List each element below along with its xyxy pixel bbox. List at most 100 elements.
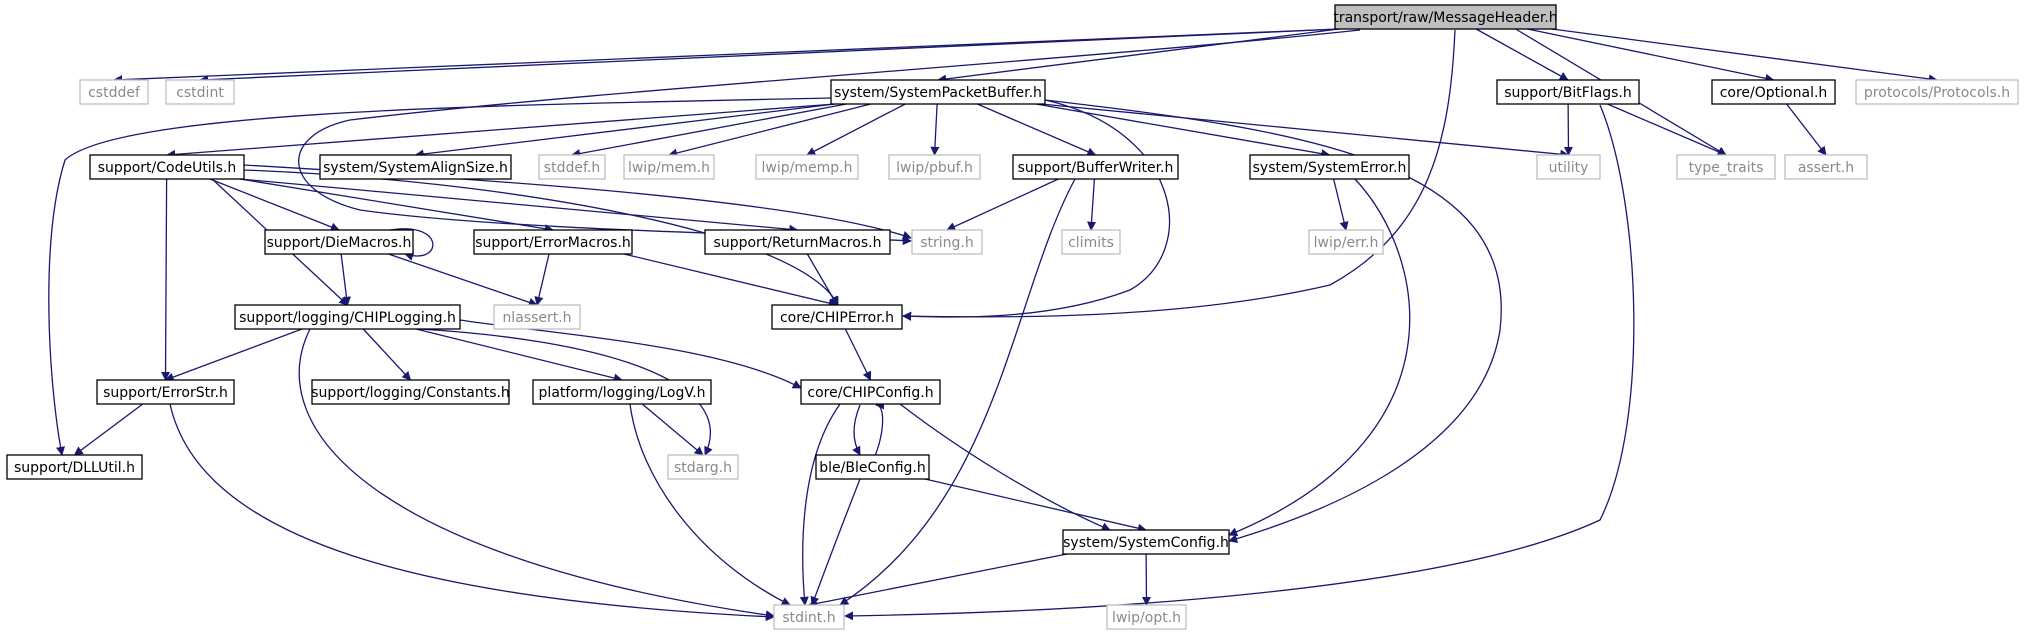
- edge-bleconfig-to-sysconfig: [924, 478, 1147, 533]
- node-label: lwip/mem.h: [628, 160, 710, 176]
- edge-line: [169, 403, 775, 622]
- node-label: cstddef: [88, 85, 141, 101]
- edge-spb-to-bufwriter: [977, 103, 1097, 156]
- node-sysconfig[interactable]: system/SystemConfig.h: [1062, 529, 1230, 555]
- node-lwipmemp: lwip/memp.h: [755, 154, 859, 180]
- edge-chiplogging-to-constants: [362, 328, 412, 381]
- edge-line: [806, 103, 906, 156]
- edge-line: [571, 103, 847, 158]
- node-label: lwip/opt.h: [1112, 610, 1181, 626]
- edges-layer: [48, 28, 1938, 622]
- edge-chipconfig-to-bleconfig: [852, 404, 861, 456]
- node-spb[interactable]: system/SystemPacketBuffer.h: [830, 79, 1046, 105]
- edge-bufwriter-to-climits: [1087, 178, 1097, 231]
- node-box: [1106, 604, 1187, 630]
- node-box: [1711, 79, 1836, 105]
- edge-line: [1551, 28, 1938, 84]
- node-label: support/ErrorStr.h: [103, 385, 228, 401]
- edge-syserror-to-sysconfig: [1228, 178, 1411, 537]
- node-nlassert: nlassert.h: [493, 304, 581, 330]
- node-label: support/CodeUtils.h: [98, 160, 236, 176]
- node-logv[interactable]: platform/logging/LogV.h: [532, 379, 712, 405]
- node-optional[interactable]: core/Optional.h: [1711, 79, 1836, 105]
- edge-retmacros-to-chiperror: [806, 253, 838, 306]
- node-typetraits: type_traits: [1676, 154, 1776, 180]
- node-codeutils[interactable]: support/CodeUtils.h: [89, 154, 245, 180]
- node-label: support/DieMacros.h: [267, 235, 412, 251]
- node-diemacros[interactable]: support/DieMacros.h: [264, 229, 414, 255]
- edge-spb-to-lwipmem: [668, 103, 871, 158]
- node-label: core/CHIPConfig.h: [807, 385, 933, 401]
- edge-line: [1527, 28, 1775, 83]
- node-box: [1308, 229, 1384, 255]
- node-box: [815, 454, 930, 480]
- edge-line: [1044, 99, 1502, 544]
- edge-line: [388, 253, 538, 307]
- node-bleconfig[interactable]: ble/BleConfig.h: [815, 454, 930, 480]
- node-lwipopt: lwip/opt.h: [1106, 604, 1187, 630]
- node-label: support/logging/Constants.h: [311, 385, 510, 401]
- edge-chiplogging-to-stdint: [298, 328, 775, 620]
- edge-line: [844, 104, 1635, 621]
- edge-line: [629, 403, 791, 606]
- node-box: [6, 454, 143, 480]
- edge-spb-to-dllutil: [48, 97, 832, 456]
- edge-line: [166, 103, 836, 159]
- node-chiplogging[interactable]: support/logging/CHIPLogging.h: [234, 304, 461, 330]
- node-label: string.h: [920, 235, 974, 251]
- edge-codeutils-to-errorstr: [160, 178, 171, 381]
- node-alignsize[interactable]: system/SystemAlignSize.h: [319, 154, 512, 180]
- edge-line: [924, 478, 1147, 533]
- node-box: [234, 304, 461, 330]
- node-bufwriter[interactable]: support/BufferWriter.h: [1012, 154, 1179, 180]
- edge-line: [946, 178, 1059, 231]
- node-errorstr[interactable]: support/ErrorStr.h: [96, 379, 235, 405]
- node-lwipmem: lwip/mem.h: [623, 154, 715, 180]
- edge-bleconfig-to-stdint: [810, 478, 861, 606]
- node-syserror[interactable]: system/SystemError.h: [1249, 154, 1410, 180]
- edge-line: [641, 403, 704, 456]
- edge-chiplogging-to-errorstr: [164, 328, 303, 382]
- edge-line: [459, 319, 802, 389]
- node-retmacros[interactable]: support/ReturnMacros.h: [704, 229, 891, 255]
- node-label: lwip/memp.h: [762, 160, 853, 176]
- edge-diemacros-to-chiplogging: [340, 253, 351, 306]
- edge-line: [239, 178, 799, 234]
- node-label: system/SystemPacketBuffer.h: [834, 85, 1042, 101]
- edge-spb-to-sysconfig: [1044, 99, 1502, 544]
- node-box: [493, 304, 581, 330]
- edge-line: [1607, 103, 1727, 156]
- node-dllutil[interactable]: support/DLLUtil.h: [6, 454, 143, 480]
- edge-line: [73, 403, 144, 456]
- node-chipconfig[interactable]: core/CHIPConfig.h: [800, 379, 941, 405]
- edge-root-to-chiperror: [902, 29, 1456, 321]
- edge-bufwriter-to-stdint: [839, 178, 1076, 606]
- node-label: system/SystemConfig.h: [1063, 535, 1229, 551]
- node-box: [888, 154, 981, 180]
- node-constants[interactable]: support/logging/Constants.h: [311, 379, 510, 405]
- node-errmacros[interactable]: support/ErrorMacros.h: [473, 229, 633, 255]
- node-label: lwip/pbuf.h: [896, 160, 973, 176]
- node-box: [1334, 4, 1557, 30]
- edge-bitflags-to-typetraits: [1607, 103, 1727, 156]
- node-chiperror[interactable]: core/CHIPError.h: [771, 304, 903, 330]
- edge-spb-to-lwippbuf: [930, 103, 940, 156]
- edge-spb-to-syserror: [1035, 103, 1331, 159]
- node-root[interactable]: transport/raw/MessageHeader.h: [1333, 4, 1558, 30]
- node-box: [1855, 79, 2019, 105]
- edge-root-to-cstdint: [199, 28, 1340, 85]
- edge-errorstr-to-dllutil: [73, 403, 144, 456]
- edge-line: [298, 29, 1361, 246]
- edge-line: [160, 178, 171, 381]
- edge-errmacros-to-nlassert: [534, 253, 550, 306]
- node-bitflags[interactable]: support/BitFlags.h: [1496, 79, 1640, 105]
- edge-line: [362, 328, 412, 381]
- node-box: [830, 79, 1046, 105]
- node-box: [800, 379, 941, 405]
- node-label: platform/logging/LogV.h: [539, 385, 706, 401]
- node-label: core/CHIPError.h: [780, 310, 894, 326]
- edge-line: [415, 328, 623, 383]
- edge-line: [977, 103, 1097, 156]
- node-label: transport/raw/MessageHeader.h: [1333, 10, 1557, 26]
- node-box: [623, 154, 715, 180]
